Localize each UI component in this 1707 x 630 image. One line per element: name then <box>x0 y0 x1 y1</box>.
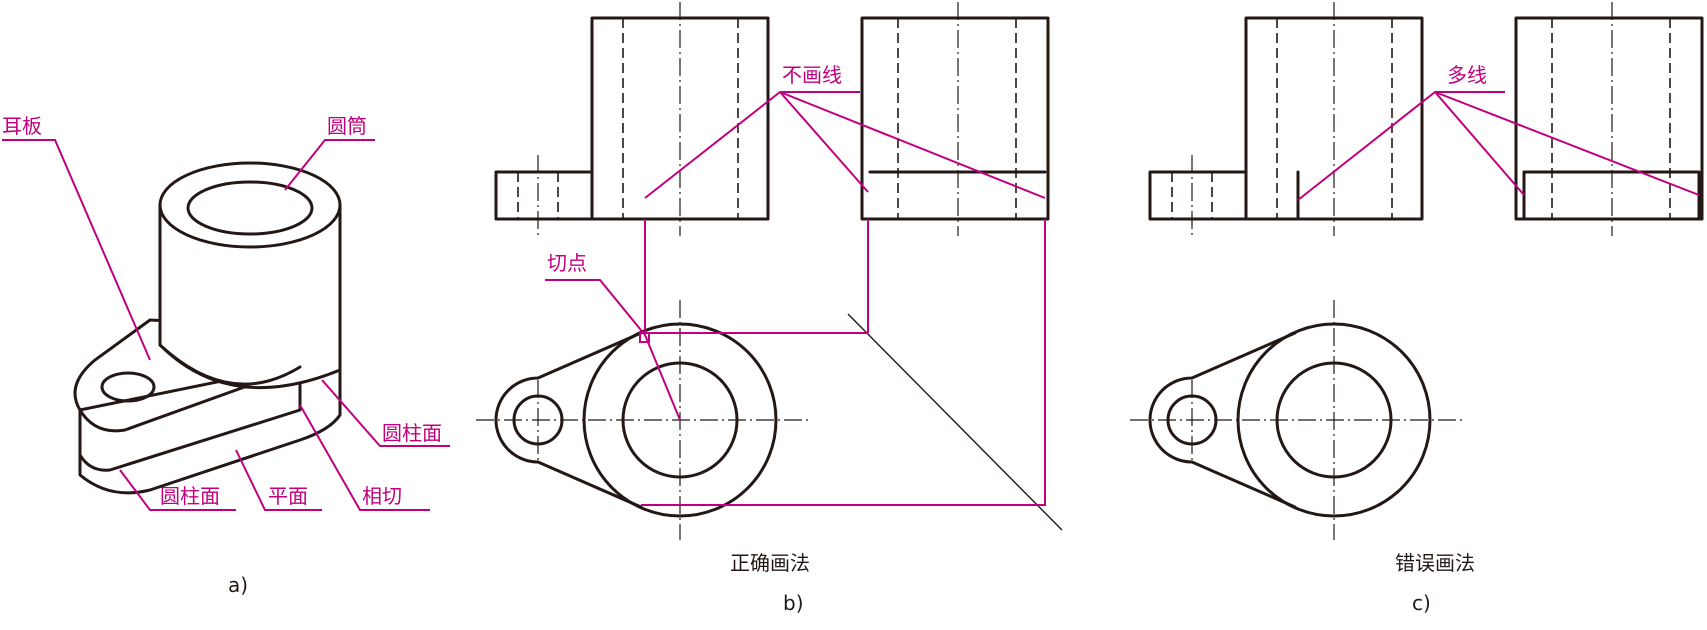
leader-tangent-point <box>545 279 681 421</box>
tube-base-arc <box>158 343 302 386</box>
wrong-top-ear-outline <box>1148 331 1297 509</box>
title-correct: 正确画法 <box>730 551 810 575</box>
caption-a: a) <box>228 573 248 597</box>
caption-c: c) <box>1412 591 1431 615</box>
leader-plane <box>235 449 322 511</box>
label-cylinder-face-right: 圆柱面 <box>382 421 442 445</box>
label-no-line: 不画线 <box>782 63 842 87</box>
top-view-ear-outline <box>494 331 643 509</box>
leader-extra-line-3 <box>1434 91 1700 196</box>
label-cylinder-face-bottom: 圆柱面 <box>160 484 220 508</box>
projection-tangent <box>644 219 868 334</box>
wrong-front-view-ear <box>1148 170 1248 221</box>
label-tangent-point: 切点 <box>547 251 587 275</box>
panel-c-wrong: 多线 错误画法 c) <box>1130 2 1704 615</box>
label-plane: 平面 <box>268 484 308 508</box>
label-extra-line: 多线 <box>1447 63 1487 87</box>
side-view-tube <box>860 16 1050 221</box>
title-wrong: 错误画法 <box>1395 551 1475 575</box>
front-view-ear <box>494 170 594 221</box>
panel-b-correct: 不画线 切点 正确画法 b) <box>476 2 1063 615</box>
caption-b: b) <box>783 591 804 615</box>
leader-cylinder-face-bottom <box>119 469 236 511</box>
tangent-point-marker <box>639 332 650 343</box>
projection-outer <box>641 219 1046 506</box>
tube-inner-hole <box>186 180 314 236</box>
plate-body-join <box>78 348 342 495</box>
leader-tube <box>284 139 375 191</box>
ear-plate-top-edge <box>78 365 302 433</box>
wrong-side-view-tube <box>1514 16 1704 221</box>
leader-cylinder-face-right <box>321 379 450 447</box>
label-ear-plate: 耳板 <box>2 114 42 138</box>
panel-a-isometric: 耳板 圆筒 圆柱面 圆柱面 平面 相切 a) <box>2 114 450 597</box>
miter-line <box>847 313 1063 531</box>
leader-extra-line-2 <box>1434 91 1525 196</box>
leader-ear-plate <box>2 139 151 361</box>
label-tube: 圆筒 <box>327 114 367 138</box>
leader-tangent <box>299 404 430 511</box>
leader-no-line-3 <box>779 91 1046 199</box>
ear-plate-hole <box>100 371 156 403</box>
label-tangent: 相切 <box>362 484 402 508</box>
leader-no-line-2 <box>779 91 869 193</box>
